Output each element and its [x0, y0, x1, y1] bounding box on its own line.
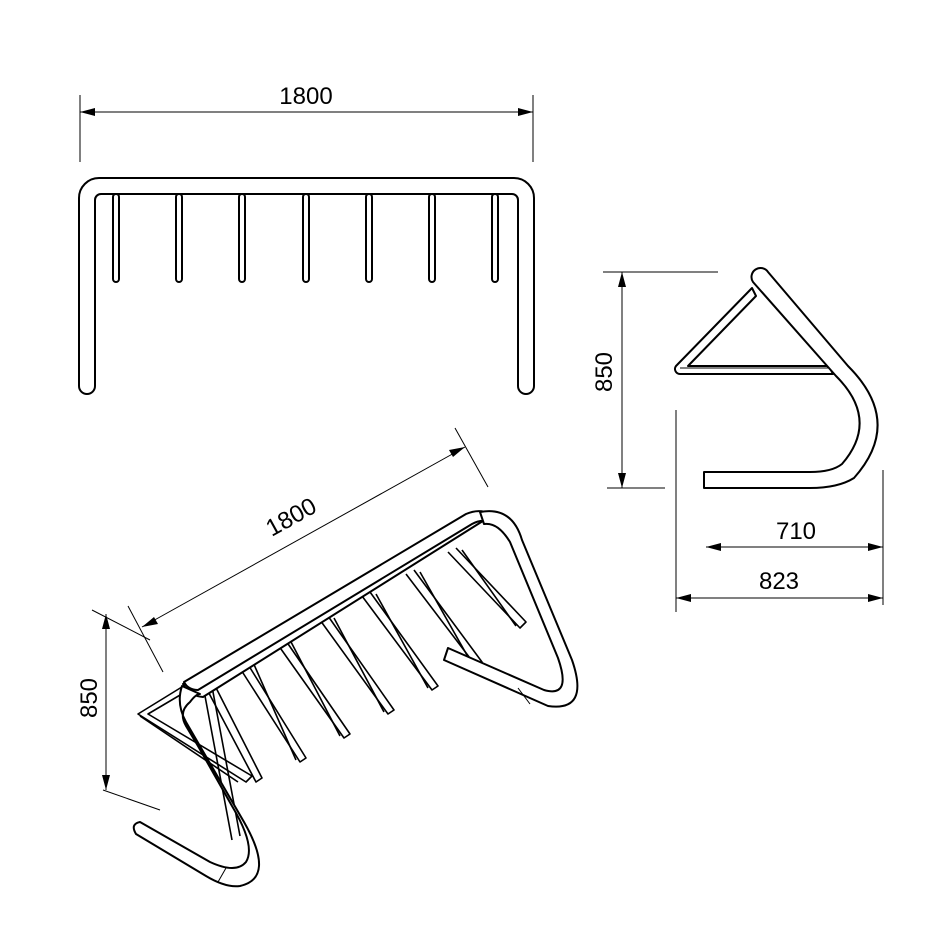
- front-divider-2: [175, 193, 183, 283]
- iso-dividers: [137, 547, 527, 841]
- side-height-label: 850: [591, 352, 618, 392]
- front-view: 1800: [78, 83, 535, 395]
- side-height-dimension: 850: [591, 271, 718, 489]
- iso-divider-3: [275, 637, 351, 739]
- iso-divider-7: [447, 547, 527, 629]
- front-divider-5: [365, 193, 373, 283]
- front-divider-4: [302, 193, 310, 283]
- front-divider-6: [428, 193, 436, 283]
- iso-divider-2: [235, 657, 307, 763]
- iso-left-leg: [132, 685, 260, 888]
- side-outer-depth-dimension: 823: [675, 410, 883, 612]
- iso-divider-1: [201, 675, 263, 783]
- side-outer-depth-label: 823: [759, 568, 799, 595]
- side-view: 850 710 823: [591, 267, 884, 612]
- front-frame-tube: [78, 177, 535, 395]
- front-divider-3: [238, 193, 246, 283]
- side-frame-tube: [703, 267, 879, 489]
- side-inner-depth-dimension: 710: [706, 470, 884, 605]
- front-divider-7: [491, 193, 499, 283]
- iso-length-label: 1800: [261, 493, 321, 542]
- iso-divider-4: [319, 615, 395, 715]
- iso-right-leg: [443, 510, 579, 708]
- front-dividers: [112, 193, 499, 283]
- front-width-dimension: 1800: [79, 83, 534, 162]
- iso-height-label: 850: [76, 678, 103, 718]
- iso-divider-5: [361, 591, 439, 691]
- side-inner-depth-label: 710: [776, 518, 816, 545]
- iso-divider-6: [405, 569, 483, 667]
- iso-height-dimension: 850: [76, 609, 161, 811]
- front-width-label: 1800: [279, 83, 332, 110]
- iso-end-triangle: [137, 681, 253, 783]
- front-divider-1: [112, 193, 120, 283]
- side-divider-triangle: [674, 287, 834, 375]
- iso-view: 1800 850: [76, 427, 579, 888]
